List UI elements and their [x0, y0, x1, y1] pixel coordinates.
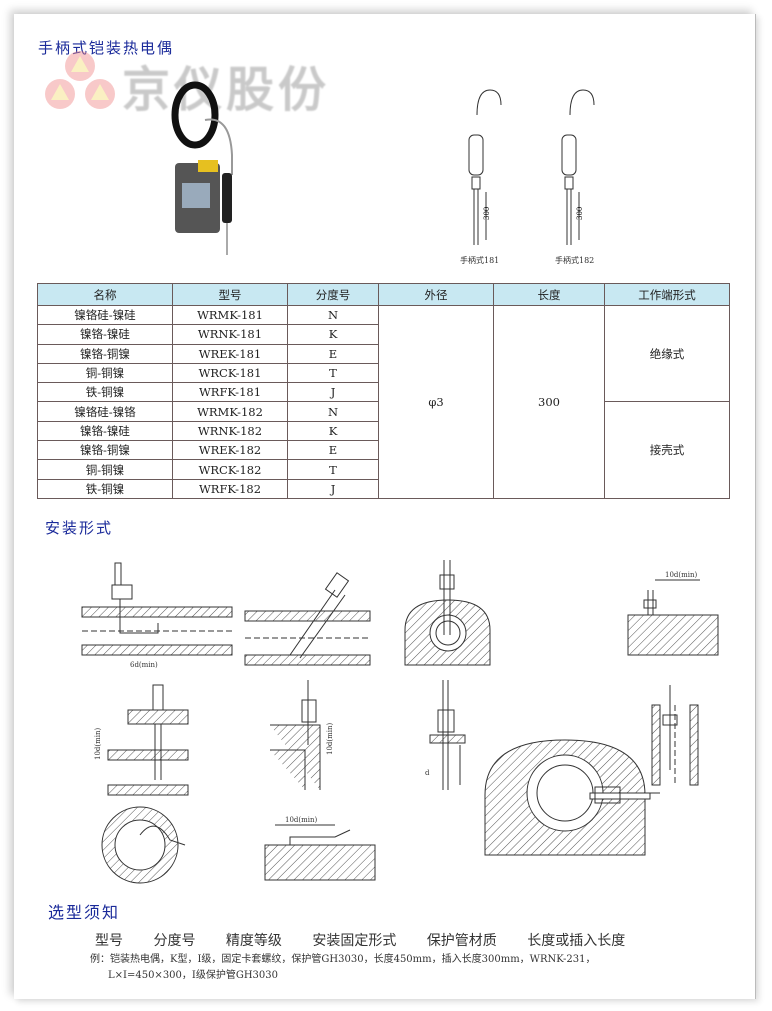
diagram-pipe-vertical-insert [81, 562, 233, 656]
cell-graduation: N [287, 304, 379, 326]
cell-graduation: K [287, 324, 379, 345]
diagram-flange-probe: d [425, 680, 466, 790]
cell-name: 镍铬-铜镍 [37, 440, 173, 461]
dim-label: 10d(min) [326, 722, 334, 755]
company-logo-watermark: 京仪股份 [40, 48, 360, 118]
dim-300-181: 300 [483, 207, 491, 220]
logo-icon [45, 51, 115, 109]
diagram-pedestal-horizontal [484, 739, 660, 856]
watermark-text: 京仪股份 [122, 62, 331, 118]
cell-name: 铁-铜镍 [37, 478, 173, 499]
example-line-1: 例：铠装热电偶，K型，I级，固定卡套螺纹，保护管GH3030，长度450mm，插… [90, 954, 596, 965]
diagram-flat-plate: 10d(min) [264, 816, 376, 881]
cell-model: WRMK-181 [172, 304, 288, 326]
example-text: 例：铠装热电偶，K型，I级，固定卡套螺纹，保护管GH3030，长度450mm，插… [90, 952, 595, 984]
cell-model: WRCK-182 [172, 459, 288, 480]
col-name: 名称 [37, 283, 173, 306]
col-graduation: 分度号 [287, 283, 379, 306]
cell-model: WREK-182 [172, 440, 288, 461]
caption-181: 手柄式181 [460, 256, 500, 265]
caption-182: 手柄式182 [555, 256, 595, 265]
cell-name: 镍铬硅-镍铬 [37, 401, 173, 422]
divider [755, 14, 756, 999]
cell-diameter: φ3 [378, 305, 494, 499]
cell-graduation: T [287, 362, 379, 384]
cell-model: WRMK-182 [172, 401, 288, 422]
cell-length: 300 [493, 305, 605, 499]
product-photo [171, 81, 233, 255]
cell-model: WREK-181 [172, 343, 288, 364]
selection-fields: 型号 分度号 精度等级 安装固定形式 保护管材质 长度或插入长度 [95, 930, 651, 950]
cell-graduation: J [287, 382, 379, 403]
diagram-round-pipe [101, 806, 186, 884]
cell-end-type-insulated: 绝缘式 [604, 304, 730, 403]
cell-graduation: J [287, 478, 379, 499]
cell-graduation: N [287, 401, 379, 422]
diagram-pipe-angled-insert [244, 572, 371, 666]
cell-name: 铜-铜镍 [37, 459, 173, 480]
cell-name: 铜-铜镍 [37, 362, 173, 384]
cell-end-type-grounded: 接壳式 [604, 401, 730, 499]
table-header-row: 名称 型号 分度号 外径 长度 工作端形式 [37, 283, 730, 306]
field-graduation: 分度号 [153, 933, 196, 949]
col-length: 长度 [493, 283, 605, 306]
diagram-wall-surface: 10d(min) [627, 571, 719, 656]
col-end-type: 工作端形式 [604, 283, 730, 306]
cell-name: 镍铬硅-镍硅 [37, 304, 173, 326]
example-line-2: L×I=450×300，I级保护管GH3030 [108, 970, 279, 981]
diagram-pedestal-vertical [404, 560, 491, 666]
handle-drawings: 300 300 [468, 89, 595, 245]
field-mounting: 安装固定形式 [312, 933, 397, 949]
cell-model: WRCK-181 [172, 362, 288, 384]
cell-graduation: K [287, 420, 379, 442]
dim-label: 10d(min) [94, 727, 102, 760]
field-material: 保护管材质 [426, 933, 497, 949]
selection-title: 选型须知 [48, 903, 121, 922]
dim-label: 10d(min) [285, 816, 318, 824]
field-length: 长度或插入长度 [527, 933, 626, 949]
cell-model: WRFK-182 [172, 478, 288, 499]
diagram-tee-pipe: 10d(min) [94, 684, 189, 796]
field-model: 型号 [95, 933, 123, 949]
cell-name: 铁-铜镍 [37, 382, 173, 403]
cell-name: 镍铬-镍硅 [37, 420, 173, 442]
cell-model: WRNK-181 [172, 324, 288, 345]
diagram-vertical-pipe [651, 685, 699, 786]
cell-graduation: T [287, 459, 379, 480]
cell-graduation: E [287, 440, 379, 461]
diagram-elbow: 10d(min) [270, 680, 334, 790]
installation-diagrams: 10d(min) 6d(min) 10d(min) 10d(min) d [81, 560, 719, 884]
dim-label: 10d(min) [665, 571, 698, 579]
cell-name: 镍铬-镍硅 [37, 324, 173, 345]
cell-model: WRFK-181 [172, 382, 288, 403]
dim-label: 6d(min) [130, 661, 158, 669]
install-title: 安装形式 [45, 519, 114, 537]
dim-label: d [425, 769, 430, 777]
cell-name: 镍铬-铜镍 [37, 343, 173, 364]
dim-300-182: 300 [576, 207, 584, 220]
cell-model: WRNK-182 [172, 420, 288, 442]
cell-graduation: E [287, 343, 379, 364]
col-diameter: 外径 [378, 283, 494, 306]
page-title: 手柄式铠装热电偶 [38, 39, 175, 57]
col-model: 型号 [172, 283, 288, 306]
field-accuracy: 精度等级 [225, 933, 282, 949]
